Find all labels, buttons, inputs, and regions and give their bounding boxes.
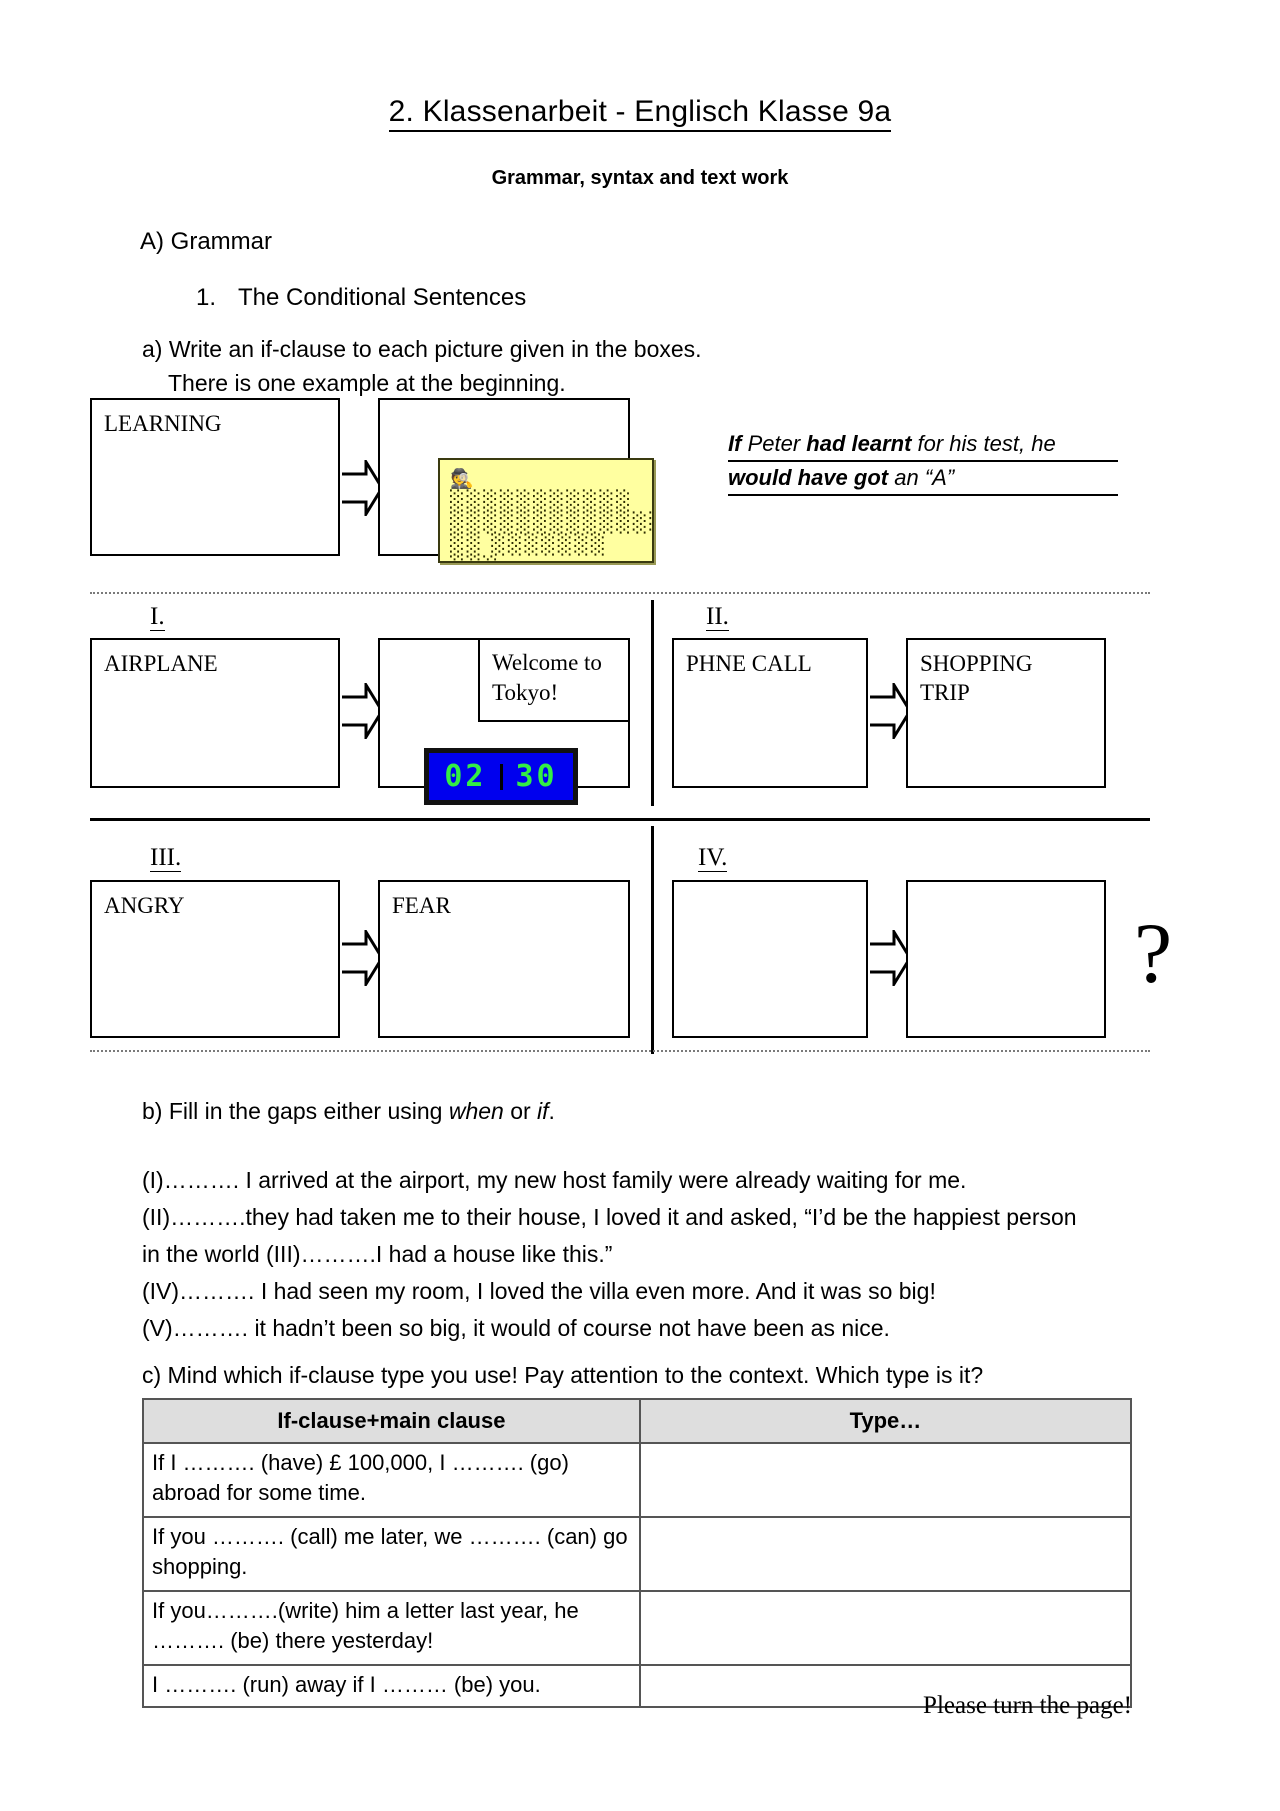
task-2-left-box-label: PHNE CALL xyxy=(686,651,812,676)
section-a-item-1: 1. The Conditional Sentences xyxy=(196,284,526,312)
table-row: I ………. (run) away if I ……… (be) you. xyxy=(142,1664,1133,1708)
task-2-left-box[interactable]: PHNE CALL xyxy=(672,638,868,788)
table-cell-type-3[interactable] xyxy=(638,1590,1133,1666)
table-header-type: Type… xyxy=(638,1398,1133,1444)
task-b-word-if: if xyxy=(537,1098,549,1124)
task-3-left-box-label: ANGRY xyxy=(104,893,185,918)
table-cell-clause-1: If I ………. (have) £ 100,000, I ………. (go) … xyxy=(142,1442,641,1518)
table-cell-clause-3: If you……….(write) him a letter last year… xyxy=(142,1590,641,1666)
table-cell-clause-2: If you ………. (call) me later, we ………. (ca… xyxy=(142,1516,641,1592)
sticky-note-text: ░░░░░░░░░░░ ░░░░░░░░░░░░░ ░░ ░░░░░░░ ░░░… xyxy=(450,490,654,561)
table-cell-type-1[interactable] xyxy=(638,1442,1133,1518)
footer-note: Please turn the page! xyxy=(923,1692,1132,1719)
item-label: The Conditional Sentences xyxy=(238,284,527,311)
table-row: If I ………. (have) £ 100,000, I ………. (go) … xyxy=(142,1442,1133,1518)
example-answer-verb-1: had learnt xyxy=(806,431,912,456)
section-a-heading: A) Grammar xyxy=(140,228,272,255)
table-row: If you……….(write) him a letter last year… xyxy=(142,1590,1133,1666)
task-numeral-4: IV. xyxy=(698,844,728,872)
table-cell-type-2[interactable] xyxy=(638,1516,1133,1592)
example-answer-line-1: If Peter had learnt for his test, he xyxy=(728,428,1118,462)
question-mark-icon: ? xyxy=(1134,905,1173,1001)
task-b-line-4: (V)………. it hadn’t been so big, it would … xyxy=(142,1315,890,1341)
task-b-word-when: when xyxy=(448,1098,504,1124)
divider-after-example xyxy=(90,592,1150,594)
task-2-right-box-label-line-1: SHOPPING xyxy=(920,651,1033,676)
clock-separator-icon xyxy=(499,764,503,790)
task-b-heading-mid: or xyxy=(503,1098,538,1124)
clock-hours: 02 xyxy=(444,759,487,794)
example-left-box-label: LEARNING xyxy=(104,411,222,436)
task-2-right-box[interactable]: SHOPPING TRIP xyxy=(906,638,1106,788)
page-subtitle: Grammar, syntax and text work xyxy=(491,167,789,189)
divider-after-grid xyxy=(90,1050,1150,1052)
task-b-line-1: (I)………. I arrived at the airport, my new… xyxy=(142,1167,967,1193)
table-header-clause: If-clause+main clause xyxy=(142,1398,641,1444)
clock-minutes: 30 xyxy=(515,759,558,794)
task-numeral-3: III. xyxy=(150,844,182,872)
example-answer-verb-2: would have got xyxy=(728,465,889,490)
task-3-right-box-label: FEAR xyxy=(392,893,451,918)
task-b-line-2: (II)……….they had taken me to their house… xyxy=(142,1204,1077,1267)
table-cell-clause-4: I ………. (run) away if I ……… (be) you. xyxy=(142,1664,641,1708)
task-b-instructions: b) Fill in the gaps either using when or… xyxy=(142,1098,555,1125)
studying-person-icon: 🕵 xyxy=(450,468,475,490)
task-1-digital-clock: 02 30 xyxy=(424,748,578,805)
example-answer-line-2: would have got an “A” xyxy=(728,462,1118,496)
divider-middle xyxy=(90,818,1150,821)
divider-vertical-upper xyxy=(651,600,654,806)
table-row: If you ………. (call) me later, we ………. (ca… xyxy=(142,1516,1133,1592)
divider-vertical-lower xyxy=(651,826,654,1054)
example-answer: If Peter had learnt for his test, he wou… xyxy=(728,428,1118,496)
task-3-left-box[interactable]: ANGRY xyxy=(90,880,340,1038)
example-answer-rest-1: for his test, he xyxy=(911,431,1056,456)
page-title-text: 2. Klassenarbeit - Englisch Klasse 9a xyxy=(388,95,892,132)
task-numeral-1: I. xyxy=(150,603,165,631)
item-number: 1. xyxy=(196,284,217,311)
task-1-left-box[interactable]: AIRPLANE xyxy=(90,638,340,788)
welcome-line-2: Tokyo! xyxy=(492,680,559,705)
task-a-instructions: a) Write an if-clause to each picture gi… xyxy=(142,332,702,400)
task-b-heading-pre: b) Fill in the gaps either using xyxy=(142,1098,449,1124)
task-4-left-box[interactable] xyxy=(672,880,868,1038)
task-a-line-2: There is one example at the beginning. xyxy=(168,370,566,396)
task-1-left-box-label: AIRPLANE xyxy=(104,651,218,676)
sticky-note-learning: 🕵░░░░░░░░░░░ ░░░░░░░░░░░░░ ░░ ░░░░░░░ ░░… xyxy=(438,458,654,563)
task-2-right-box-label-line-2: TRIP xyxy=(920,680,970,705)
task-1-welcome-sign: Welcome to Tokyo! xyxy=(478,638,630,722)
task-c-instructions: c) Mind which if-clause type you use! Pa… xyxy=(142,1362,984,1388)
table-cell-type-4[interactable] xyxy=(638,1664,1133,1708)
task-a-line-1: a) Write an if-clause to each picture gi… xyxy=(142,336,702,362)
table-header-row: If-clause+main clause Type… xyxy=(142,1398,1133,1444)
example-answer-rest-2: an “A” xyxy=(888,465,955,490)
task-2-right-box-label: SHOPPING TRIP xyxy=(908,640,1104,707)
page-title: 2. Klassenarbeit - Englisch Klasse 9a xyxy=(0,95,1280,132)
example-answer-if: If xyxy=(728,431,742,456)
example-left-box[interactable]: LEARNING xyxy=(90,398,340,556)
welcome-line-1: Welcome to xyxy=(492,650,602,675)
task-b-line-3: (IV)………. I had seen my room, I loved the… xyxy=(142,1278,936,1304)
example-answer-subject: Peter xyxy=(741,431,807,456)
task-b-heading-post: . xyxy=(548,1098,555,1124)
task-4-right-box[interactable] xyxy=(906,880,1106,1038)
if-clause-type-table: If-clause+main clause Type… If I ………. (h… xyxy=(142,1398,1133,1708)
task-b-sentences: (I)………. I arrived at the airport, my new… xyxy=(142,1162,1082,1347)
task-numeral-2: II. xyxy=(706,603,729,631)
task-3-right-box[interactable]: FEAR xyxy=(378,880,630,1038)
